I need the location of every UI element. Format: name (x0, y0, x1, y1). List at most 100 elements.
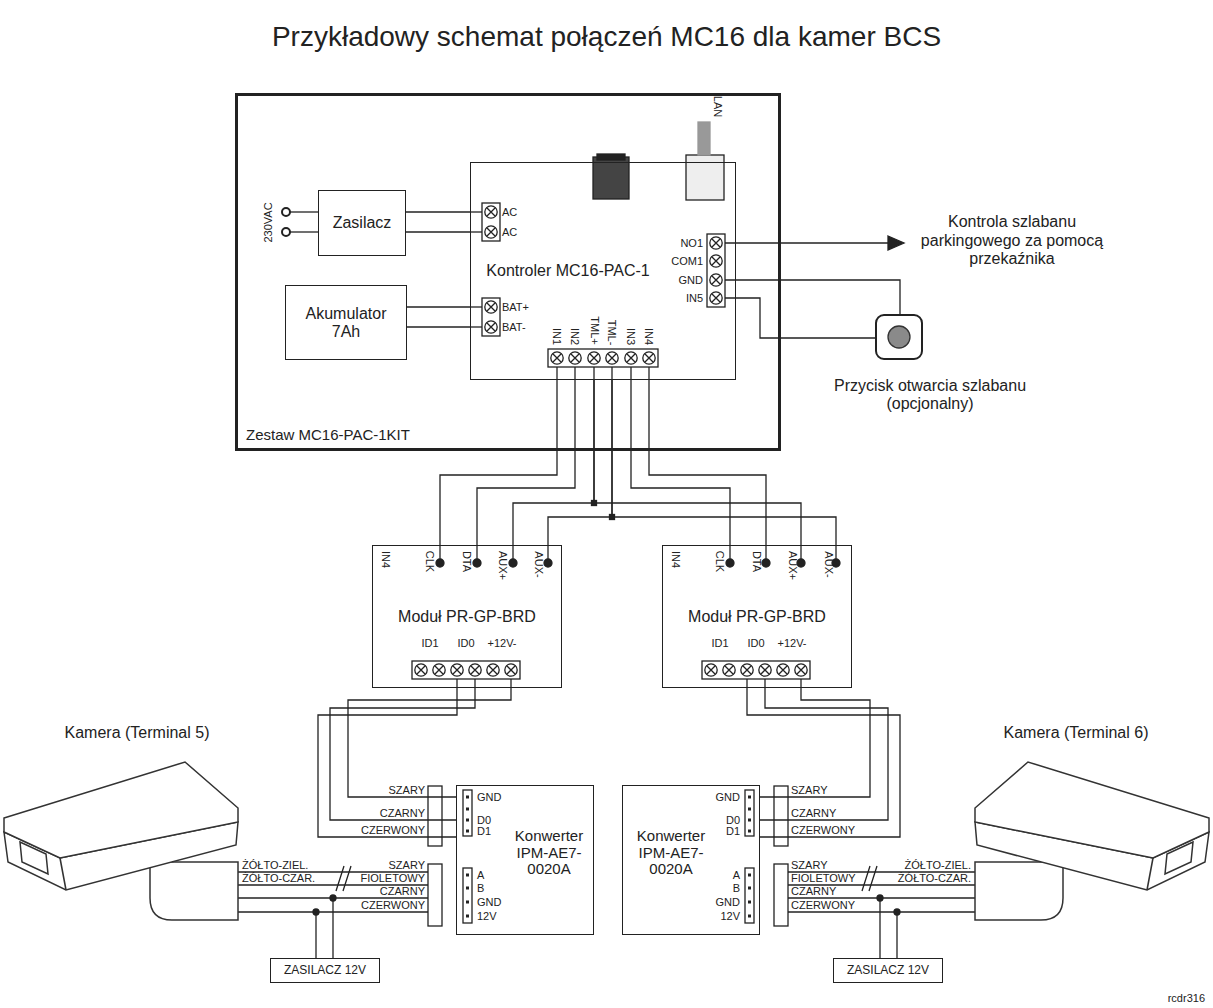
screw-terminal (723, 664, 735, 676)
screw-cross (487, 228, 495, 236)
pin-dot (726, 559, 734, 567)
mains-input (282, 208, 318, 236)
screw-terminal (469, 664, 481, 676)
screw-head (505, 664, 517, 676)
terminal-stub (556, 367, 557, 380)
barrier-wiring (725, 298, 876, 338)
wire-connector (760, 688, 870, 797)
camera-cable (879, 898, 880, 958)
camera-cable (336, 866, 351, 891)
screw-head (741, 664, 753, 676)
screw-terminal (705, 664, 717, 676)
header-pin (748, 830, 751, 833)
pin-label: BAT+ (502, 302, 529, 313)
screw-terminal (710, 255, 722, 267)
power-supply-box: Zasilacz (318, 190, 406, 256)
wire-color-label: CZERWONY (791, 900, 855, 910)
camera-cable (862, 866, 877, 891)
wire-plug (428, 786, 788, 926)
screw-cross (507, 666, 515, 674)
wire-color-label: ŻÓŁTO-CZAR. (242, 873, 315, 883)
wire-color-label: CZARNY (791, 886, 836, 896)
header-pin (748, 796, 751, 799)
wire-color-label: CZARNY (380, 886, 425, 896)
screw-cross (487, 208, 495, 216)
pin-label: CLK (425, 551, 436, 572)
node-label: Moduł PR-GP-BRD (398, 608, 536, 626)
screw-terminal (451, 664, 463, 676)
terminal-stub (611, 367, 612, 380)
header-pin (748, 901, 751, 904)
barrier-wiring (725, 236, 922, 359)
barrier-wiring (725, 242, 890, 243)
pin-label: GND (716, 897, 740, 908)
screw-head (451, 664, 463, 676)
camera-illustration (60, 858, 66, 890)
kit-enclosure: Zestaw MC16-PAC-1KITZasilaczAkumulator 7… (235, 93, 781, 451)
pin-label: 12V (477, 911, 497, 922)
pin-label: ID1 (421, 638, 438, 649)
wire-connector (406, 211, 470, 212)
wire-connector (407, 306, 470, 307)
camera-cable (788, 911, 975, 912)
screw-cross (797, 666, 805, 674)
terminal-stub (456, 679, 457, 688)
wire-plug (774, 864, 788, 926)
screw-cross (453, 666, 461, 674)
pin-label: IN1 (552, 328, 563, 345)
wire-color-label: FIOLETOWY (791, 873, 856, 883)
pin-label: GND (679, 275, 703, 286)
wire-color-label: SZARY (791, 860, 827, 870)
screw-cross (590, 354, 598, 362)
screw-terminal (415, 206, 807, 676)
controller-board: Kontroler MC16-PAC-1 (470, 162, 736, 380)
screw-head (569, 352, 581, 364)
wire-connector (406, 231, 470, 232)
screw-cross (489, 666, 497, 674)
converter-box: Konwerter IPM-AE7-0020A (456, 785, 594, 935)
header-pin (466, 808, 469, 811)
terminal-stub (593, 367, 594, 380)
diagram-title: Przykładowy schemat połączeń MC16 dla ka… (0, 20, 1213, 54)
header-pin (466, 901, 469, 904)
terminal-stub (764, 679, 765, 688)
node-label: Moduł PR-GP-BRD (688, 608, 826, 626)
node-label: ZASILACZ 12V (284, 964, 366, 977)
screw-head (759, 664, 771, 676)
terminal-stub (470, 326, 482, 327)
screw-terminal (505, 664, 517, 676)
converter-header (463, 868, 472, 923)
header-pin (466, 830, 469, 833)
screw-head (485, 301, 497, 313)
pin-label: IN4 (671, 551, 682, 568)
screw-head (487, 664, 499, 676)
wire-connector (330, 688, 475, 820)
terminal-stub (630, 367, 631, 380)
pin-dot (473, 559, 481, 567)
screw-terminal (485, 206, 497, 218)
node-label: Kontroler MC16-PAC-1 (486, 262, 649, 280)
header-pin (748, 915, 751, 918)
screw-head (606, 352, 618, 364)
mains-input (290, 231, 318, 232)
wire-connector (594, 380, 801, 545)
pin-label: TML- (606, 319, 617, 345)
pin-dot (762, 559, 770, 567)
terminal-stub (470, 231, 482, 232)
node-label: Zestaw MC16-PAC-1KIT (246, 427, 410, 444)
converter-header (463, 790, 472, 836)
note-text: Kontrola szlabanu parkingowego za pomocą… (912, 213, 1112, 268)
camera-illustration (20, 842, 48, 874)
note-text: Przycisk otwarcia szlabanu (opcjonalny) (815, 377, 1045, 414)
screw-cross (471, 666, 479, 674)
screw-terminal (415, 664, 427, 676)
mains-input (290, 211, 318, 212)
header-pin (466, 796, 751, 918)
pin-label: ID0 (747, 638, 764, 649)
camera-label: Kamera (Terminal 6) (1004, 724, 1149, 742)
pin-label: GND (477, 897, 501, 908)
pin-label: +12V- (487, 638, 516, 649)
screw-terminal (710, 274, 722, 286)
